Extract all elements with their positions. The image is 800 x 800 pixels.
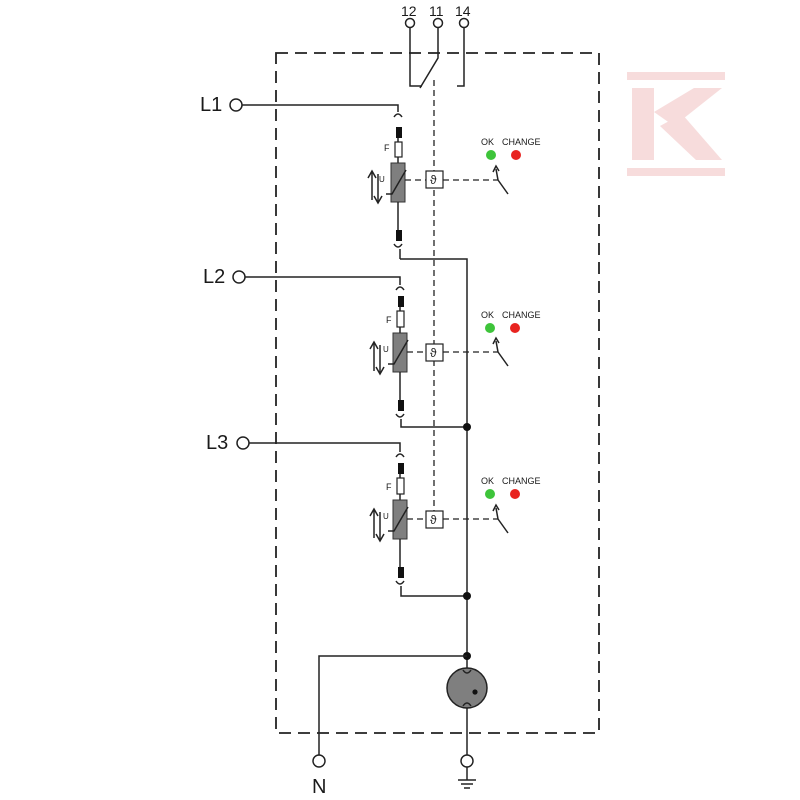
ok-indicator xyxy=(486,150,496,160)
common-bus xyxy=(400,258,468,668)
ok-label: OK xyxy=(481,310,494,320)
junction-dot xyxy=(463,423,471,431)
change-indicator xyxy=(510,489,520,499)
change-label: CHANGE xyxy=(502,476,541,486)
phase-l1-label: L1 xyxy=(200,94,222,116)
protection-module-l3: L3 F U ϑ OK CHANGE xyxy=(206,432,541,600)
indicator-lever-icon xyxy=(492,164,509,195)
neutral-label: N xyxy=(312,776,326,798)
k-logo-watermark xyxy=(627,72,725,176)
device-enclosure xyxy=(275,52,600,734)
phase-l2-label: L2 xyxy=(203,266,225,288)
bidirectional-arrow-icon xyxy=(367,169,383,205)
pe-terminal xyxy=(460,754,474,768)
neutral-terminal xyxy=(312,754,326,768)
fuse-label: F xyxy=(386,315,392,325)
relay-contacts: 12 11 14 xyxy=(401,3,471,89)
protection-module-l2: L2 F U ϑ OK CHANGE xyxy=(203,266,541,431)
disconnector-top xyxy=(398,296,404,307)
protection-module-l1: L1 F U ϑ OK CHANGE xyxy=(200,94,541,259)
thermal-symbol: ϑ xyxy=(430,346,437,360)
relay-terminal-12 xyxy=(404,17,416,29)
ok-label: OK xyxy=(481,137,494,147)
relay-terminal-12-label: 12 xyxy=(401,3,417,19)
fuse-label: F xyxy=(386,482,392,492)
fuse xyxy=(394,141,403,158)
relay-terminal-14-label: 14 xyxy=(455,3,471,19)
phase-l2-terminal xyxy=(232,270,246,284)
thermal-symbol: ϑ xyxy=(430,513,437,527)
disconnector-bottom xyxy=(398,567,404,578)
relay-terminal-14 xyxy=(458,17,470,29)
change-label: CHANGE xyxy=(502,310,541,320)
change-indicator xyxy=(511,150,521,160)
indicator-lever-icon xyxy=(492,503,509,534)
neutral-pe-spark-gap: N xyxy=(312,652,488,798)
fuse xyxy=(396,477,405,495)
fuse-label: F xyxy=(384,143,390,153)
bidirectional-arrow-icon xyxy=(369,507,385,543)
varistor-label: U xyxy=(383,512,389,521)
phase-l3-label: L3 xyxy=(206,432,228,454)
ok-indicator xyxy=(485,489,495,499)
disconnector-top xyxy=(396,127,402,138)
spark-gap xyxy=(446,667,488,709)
relay-terminal-11 xyxy=(432,17,444,29)
ok-indicator xyxy=(485,323,495,333)
disconnector-bottom xyxy=(396,230,402,241)
varistor-label: U xyxy=(383,345,389,354)
thermal-symbol: ϑ xyxy=(430,173,437,187)
disconnector-top xyxy=(398,463,404,474)
junction-dot xyxy=(463,592,471,600)
relay-terminal-11-label: 11 xyxy=(429,3,444,19)
disconnector-bottom xyxy=(398,400,404,411)
ok-label: OK xyxy=(481,476,494,486)
change-label: CHANGE xyxy=(502,137,541,147)
ground-symbol-icon xyxy=(458,767,476,789)
phase-l3-terminal xyxy=(236,436,250,450)
indicator-lever-icon xyxy=(492,336,509,367)
fuse xyxy=(396,310,405,328)
change-indicator xyxy=(510,323,520,333)
varistor-label: U xyxy=(379,175,385,184)
bidirectional-arrow-icon xyxy=(369,340,385,376)
phase-l1-terminal xyxy=(229,98,243,112)
